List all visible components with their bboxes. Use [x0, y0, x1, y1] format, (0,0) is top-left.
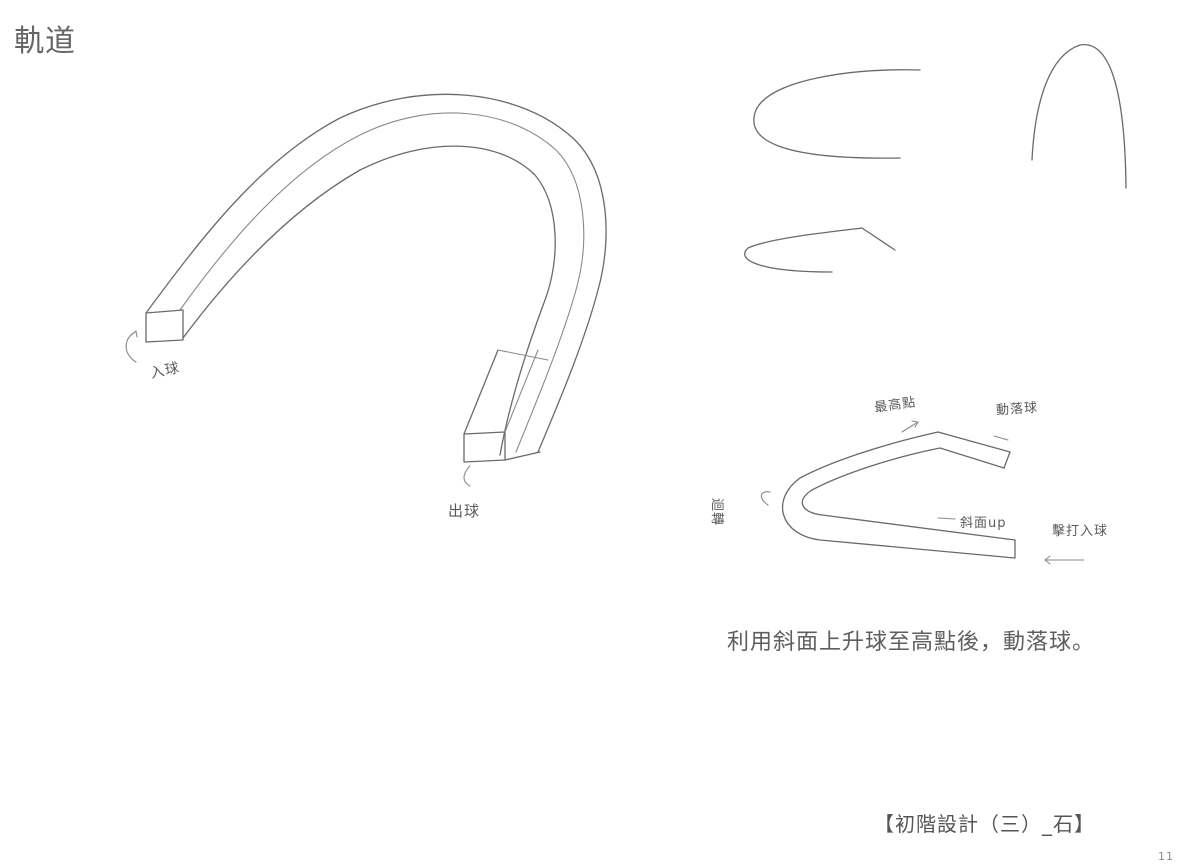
footer-label: 【初階設計（三）_石】	[874, 808, 1095, 837]
shape-study-arch	[1032, 45, 1126, 188]
shape-study-hook	[745, 228, 895, 272]
caption: 利用斜面上升球至高點後，動落球。	[727, 624, 1095, 656]
label-hit-in: 擊打入球	[1052, 520, 1108, 539]
track-sketch	[126, 94, 606, 486]
profile-track	[761, 421, 1084, 564]
page-title: 軌道	[14, 16, 76, 60]
page-number: 11	[1158, 850, 1174, 863]
label-turn: 迴轉	[709, 498, 728, 526]
label-ball-out: 出球	[448, 500, 480, 521]
label-drop-ball: 動落球	[995, 397, 1038, 419]
label-slope-up: 斜面up	[960, 512, 1007, 531]
shape-study-c	[754, 70, 920, 158]
